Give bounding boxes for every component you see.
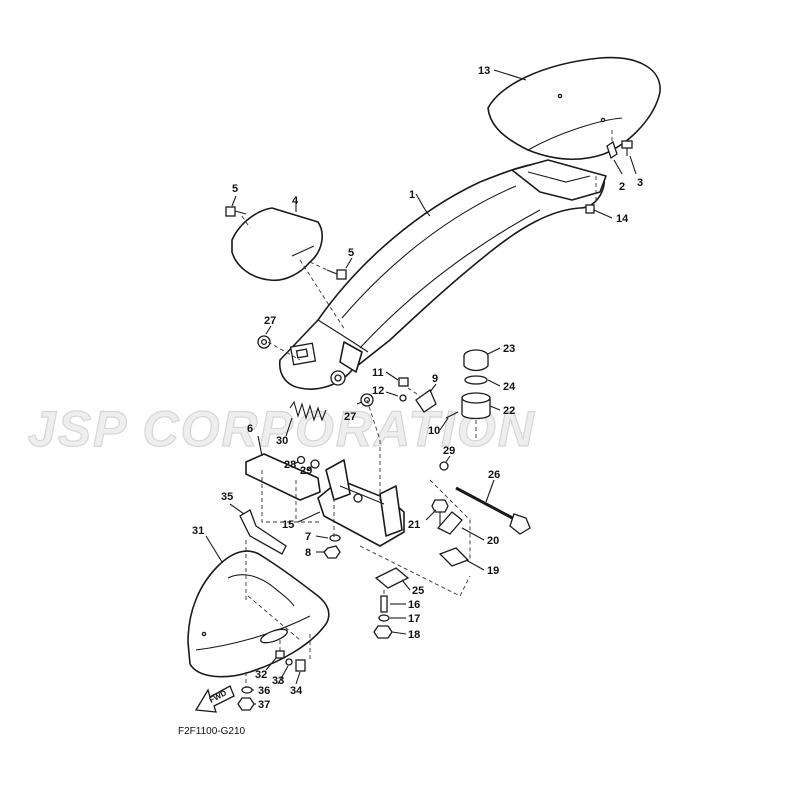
label-6: 6 [247, 423, 253, 435]
part-6-cover-plate [245, 453, 321, 501]
label-20: 20 [487, 535, 499, 547]
label-27-left: 27 [264, 315, 276, 327]
part-24-ring [464, 375, 488, 385]
part-25-plate [374, 567, 410, 589]
part-28-washer [296, 455, 306, 465]
part-22-damper [461, 392, 491, 420]
part-18-nut [373, 625, 393, 639]
part-3-bolt [621, 140, 633, 156]
part-27-bushing-a [257, 335, 271, 349]
label-5-top: 5 [232, 183, 238, 195]
part-29-washer-a [310, 459, 320, 469]
label-28: 28 [284, 459, 296, 471]
label-5-right: 5 [348, 247, 354, 259]
label-29-right: 29 [443, 445, 455, 457]
label-19: 19 [487, 565, 499, 577]
fwd-arrow-icon: FWD [194, 685, 235, 713]
label-23: 23 [503, 343, 515, 355]
part-35-latch [239, 509, 287, 555]
label-2: 2 [619, 181, 625, 193]
label-35: 35 [221, 491, 233, 503]
label-37: 37 [258, 699, 270, 711]
assembly-lines [241, 130, 613, 688]
part-14-nut [585, 204, 595, 214]
watermark-text: JSP CORPORATION [28, 401, 536, 457]
part-34-grommet [295, 659, 306, 672]
label-29-left: 29 [300, 465, 312, 477]
part-10-spring-pin [445, 411, 459, 419]
part-37-nut [237, 697, 255, 711]
part-8-nut [323, 545, 341, 559]
label-1: 1 [409, 189, 415, 201]
label-4: 4 [292, 195, 299, 207]
label-17: 17 [408, 613, 420, 625]
label-32: 32 [255, 669, 267, 681]
callout-numbers: 13 1 2 3 14 5 4 5 27 27 11 12 9 10 23 24… [192, 65, 643, 711]
label-33: 33 [272, 675, 284, 687]
part-9-bracket [415, 389, 437, 413]
part-15-hinge-base [317, 459, 405, 547]
part-26-long-bolt [455, 486, 531, 535]
label-11: 11 [372, 367, 384, 379]
part-32-screw [275, 650, 285, 659]
label-15: 15 [282, 519, 294, 531]
label-13: 13 [478, 65, 490, 77]
label-7: 7 [305, 531, 311, 543]
part-30-spring [289, 400, 327, 422]
part-4-end-cap [231, 207, 323, 282]
label-26: 26 [488, 469, 500, 481]
label-3: 3 [637, 177, 643, 189]
label-31: 31 [192, 525, 204, 537]
label-21: 21 [408, 519, 420, 531]
diagram-code: F2F1100-G210 [178, 726, 246, 737]
label-27-right: 27 [344, 411, 356, 423]
part-29-washer-b [439, 461, 449, 471]
part-1-handle-pole [278, 159, 607, 390]
label-18: 18 [408, 629, 420, 641]
part-33-washer [285, 658, 293, 666]
label-24: 24 [503, 381, 516, 393]
part-13-seat-cushion [487, 56, 661, 160]
label-10: 10 [428, 425, 440, 437]
label-22: 22 [503, 405, 515, 417]
part-12-washer [399, 394, 407, 402]
part-7-washer [329, 534, 341, 542]
part-36-washer [241, 686, 253, 694]
label-36: 36 [258, 685, 270, 697]
part-19-bracket [438, 547, 470, 567]
label-25: 25 [412, 585, 424, 597]
part-17-washer [378, 614, 390, 622]
label-8: 8 [305, 547, 311, 559]
part-16-stud [380, 595, 388, 613]
label-16: 16 [408, 599, 420, 611]
label-30: 30 [276, 435, 288, 447]
part-5-screw-a [225, 206, 247, 217]
label-9: 9 [432, 373, 438, 385]
label-34: 34 [290, 685, 303, 697]
leader-lines [205, 69, 637, 705]
part-20-bracket [436, 511, 463, 535]
label-14: 14 [616, 213, 629, 225]
part-2-clip [606, 140, 618, 160]
part-31-fairing [187, 550, 330, 678]
label-12: 12 [372, 385, 384, 397]
part-23-cap [463, 349, 489, 372]
part-11-bolt [398, 377, 409, 387]
